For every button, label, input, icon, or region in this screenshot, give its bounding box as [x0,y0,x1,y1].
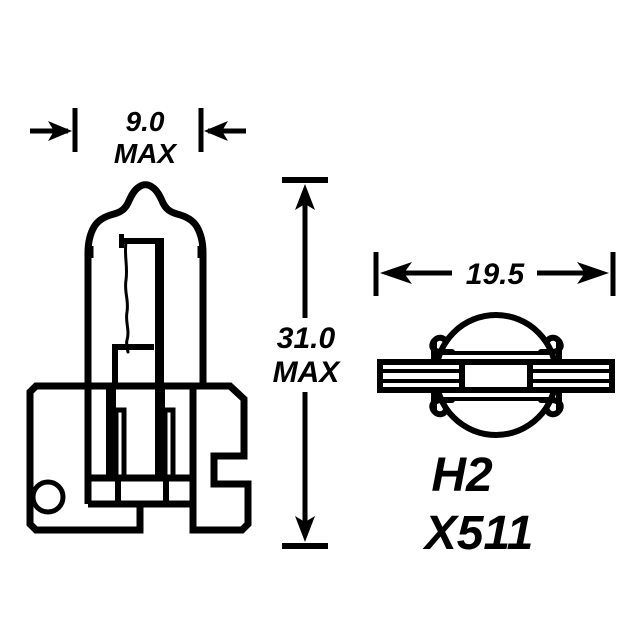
filament-coil-wire [123,240,130,354]
height-dimension-value: 31.0 [277,322,336,355]
bulb-base-flange [26,382,252,534]
end-view [377,312,615,438]
contact-blade-right [155,386,165,478]
bulb-cap-label: X511 [422,507,534,560]
base-locating-hole [30,479,66,515]
glass-envelope-outline [84,181,207,386]
arrow-down-icon [295,516,315,542]
type-label-group: H2 X511 [422,449,534,560]
arrow-up-icon [295,184,315,210]
bulb-type-label: H2 [431,449,493,502]
arrow-left-icon [204,121,228,141]
filament-assembly [112,234,164,386]
filament-upper-stub [119,234,124,248]
arrow-right-icon [577,262,609,284]
arrow-right-icon [48,121,72,141]
front-elevation-view [84,181,207,386]
base-width-dimension-value: 19.5 [466,258,526,291]
filament-lower-bracket [112,344,154,350]
contact-blade-left-body [113,407,127,481]
filament-support-post [155,238,164,386]
contact-blade-left [106,386,116,478]
flange-central-boss [459,359,533,393]
filament-lower-lead [112,344,118,386]
base-width-dimension-group: 19.5 [373,252,616,296]
width-dimension-qualifier: MAX [114,138,179,169]
width-dimension-value: 9.0 [126,106,165,137]
height-dimension-qualifier: MAX [273,356,342,389]
contact-blade-right-body [162,407,176,481]
width-dimension-group: 9.0 MAX [30,106,246,169]
base-body-outline [26,382,252,534]
filament-upper-bracket [119,238,159,244]
height-dimension-group: 31.0 MAX [273,177,342,549]
arrow-left-icon [380,262,412,284]
